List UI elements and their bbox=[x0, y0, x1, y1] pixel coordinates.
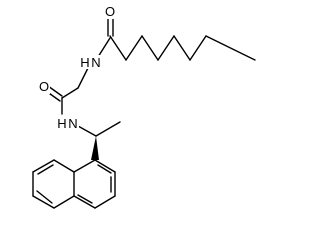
ring-bond-a bbox=[94, 159, 116, 173]
bond-ch2-carbonyl-mid bbox=[61, 87, 79, 99]
chiral-center bbox=[91, 121, 121, 160]
ring-bond-g bbox=[53, 159, 75, 173]
atom-labels: O H N O H N bbox=[38, 4, 116, 131]
ring-bond-f bbox=[73, 159, 96, 173]
bond-n-ch2 bbox=[77, 67, 89, 89]
octanoyl-chain bbox=[109, 35, 256, 61]
atom-label-h-top: H bbox=[80, 55, 89, 70]
ring-double-e bbox=[36, 190, 53, 204]
ring-bond-d bbox=[73, 195, 96, 209]
ring-double-c bbox=[77, 194, 93, 204]
bond-c5-c6 bbox=[173, 35, 191, 61]
bond-n-carbonyl-top bbox=[97, 37, 111, 58]
molecule-structure-diagram: O H N O H N bbox=[32, 4, 256, 209]
ring-bond-k bbox=[53, 195, 75, 209]
bond-chiral-methyl bbox=[95, 121, 121, 137]
ring-double-a bbox=[97, 164, 112, 174]
naphthalene-ring bbox=[32, 159, 116, 209]
bond-c3-c4 bbox=[141, 35, 159, 61]
ring-bond-h bbox=[32, 159, 55, 173]
atom-label-n-mid: N bbox=[68, 116, 77, 131]
ring-bond-c bbox=[94, 195, 116, 209]
ring-double-d bbox=[37, 164, 54, 175]
bond-c4-c5 bbox=[157, 35, 175, 61]
atom-label-o-mid: O bbox=[39, 79, 49, 94]
bond-c7-c8 bbox=[205, 35, 256, 61]
atom-label-h-mid: H bbox=[57, 116, 66, 131]
ring-bond-j bbox=[32, 195, 55, 209]
bond-n-chiral-c bbox=[77, 125, 97, 137]
bond-carbonyl-mid-1 bbox=[47, 85, 63, 97]
wedge-bond-to-naphthyl bbox=[91, 136, 99, 160]
top-amide-group bbox=[77, 15, 114, 89]
bond-c6-c7 bbox=[189, 35, 207, 61]
atom-label-o-top: O bbox=[105, 4, 115, 19]
atom-label-n-top: N bbox=[91, 55, 100, 70]
bond-c2-c3 bbox=[125, 35, 143, 61]
bond-c1-c2 bbox=[109, 35, 127, 61]
